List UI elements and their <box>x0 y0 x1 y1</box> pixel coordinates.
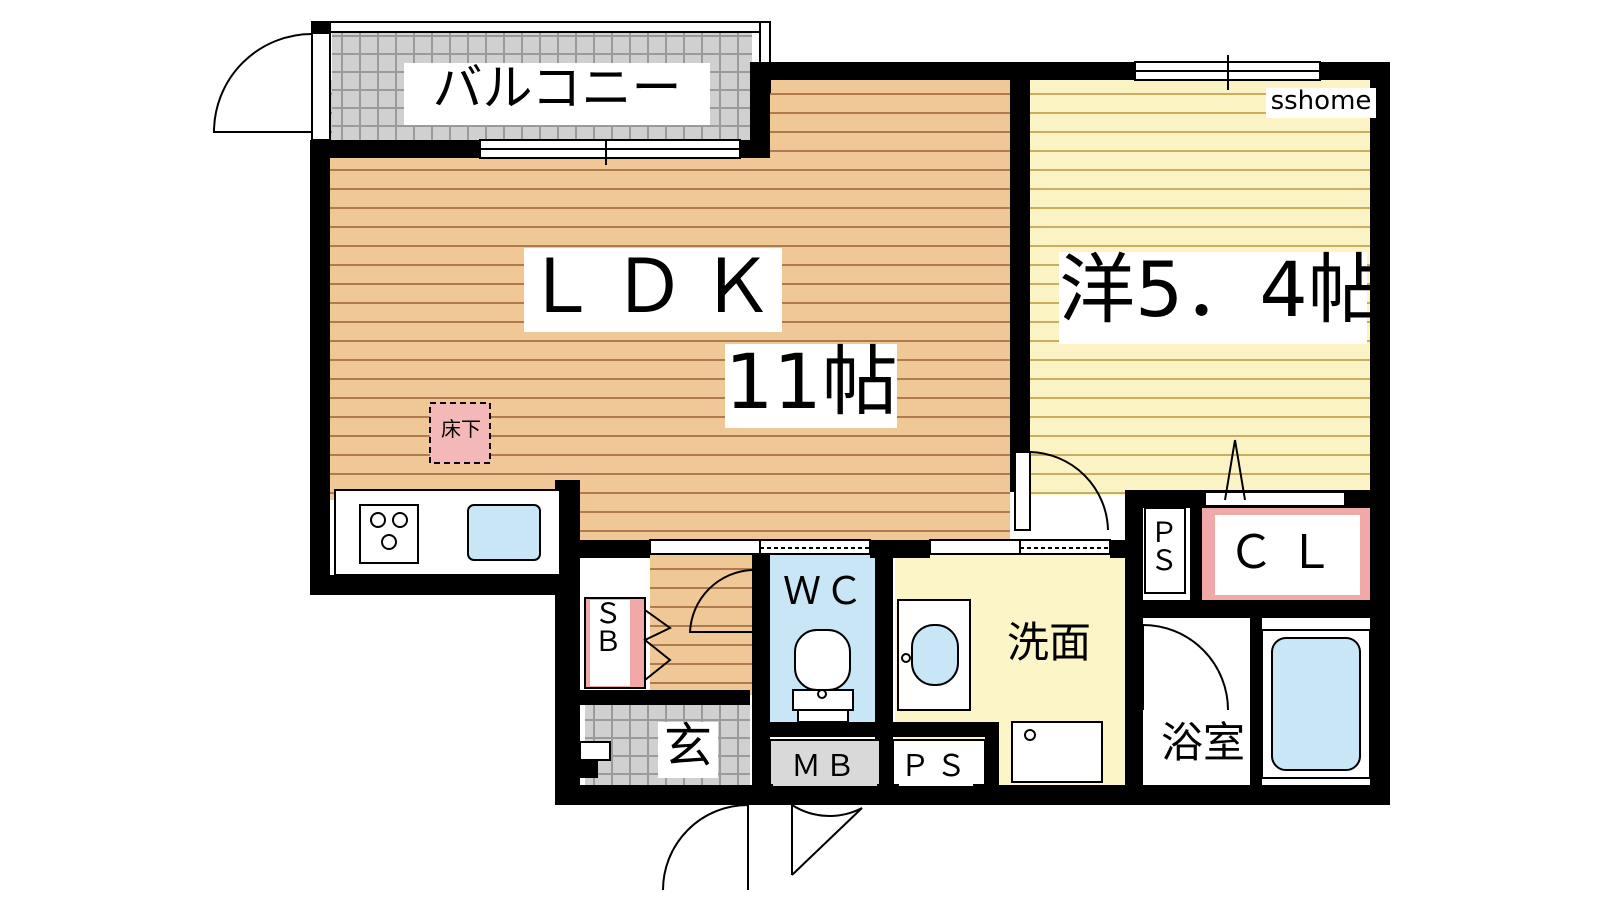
western-room-label: 洋5．4帖 <box>1059 252 1384 344</box>
pipe-space-label: ＰＳ <box>1149 519 1179 589</box>
toilet-label: ＷＣ <box>782 569 867 613</box>
shoe-box-label: ＳＢ <box>593 600 623 670</box>
washroom-label: 洗面 <box>1006 618 1091 667</box>
hall-floor <box>650 545 760 695</box>
entrance-label: 玄 <box>658 722 718 778</box>
underfloor-storage-label: 床下 <box>441 417 481 441</box>
pipe-space-2-label: ＰＳ <box>899 749 973 786</box>
logo-text: sshome <box>1266 88 1376 118</box>
kitchen-sink <box>467 504 541 561</box>
ldk-floor-lower <box>565 480 1010 540</box>
ldk-label: ＬＤＫ <box>524 244 788 332</box>
ldk-size-label: 11帖 <box>725 337 898 428</box>
meter-box-label: ＭＢ <box>773 752 877 786</box>
balcony-label: バルコニー <box>404 63 710 125</box>
closet-label: ＣＬ <box>1224 523 1352 583</box>
bathroom-label: 浴室 <box>1160 718 1245 767</box>
